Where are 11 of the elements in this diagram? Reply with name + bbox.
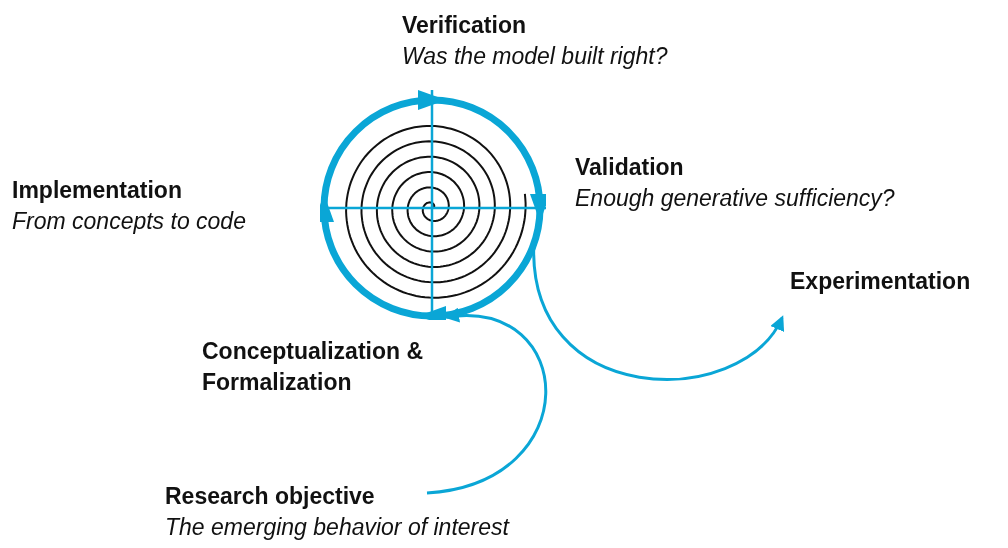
stage-title: Experimentation bbox=[790, 267, 970, 296]
description-text: From concepts to code bbox=[12, 207, 247, 236]
curved-arrow bbox=[426, 309, 548, 495]
stage-title: Implementation bbox=[12, 176, 183, 205]
description-text: Enough generative sufficiency? bbox=[575, 184, 896, 213]
description-text: Was the model built right? bbox=[402, 42, 669, 71]
stage-title: Research objective bbox=[165, 482, 376, 511]
stage-title: Verification bbox=[402, 11, 527, 40]
stage-title: Validation bbox=[575, 153, 685, 182]
description-text: The emerging behavior of interest bbox=[165, 513, 511, 542]
stage-title: Conceptualization & Formalization bbox=[202, 337, 425, 397]
